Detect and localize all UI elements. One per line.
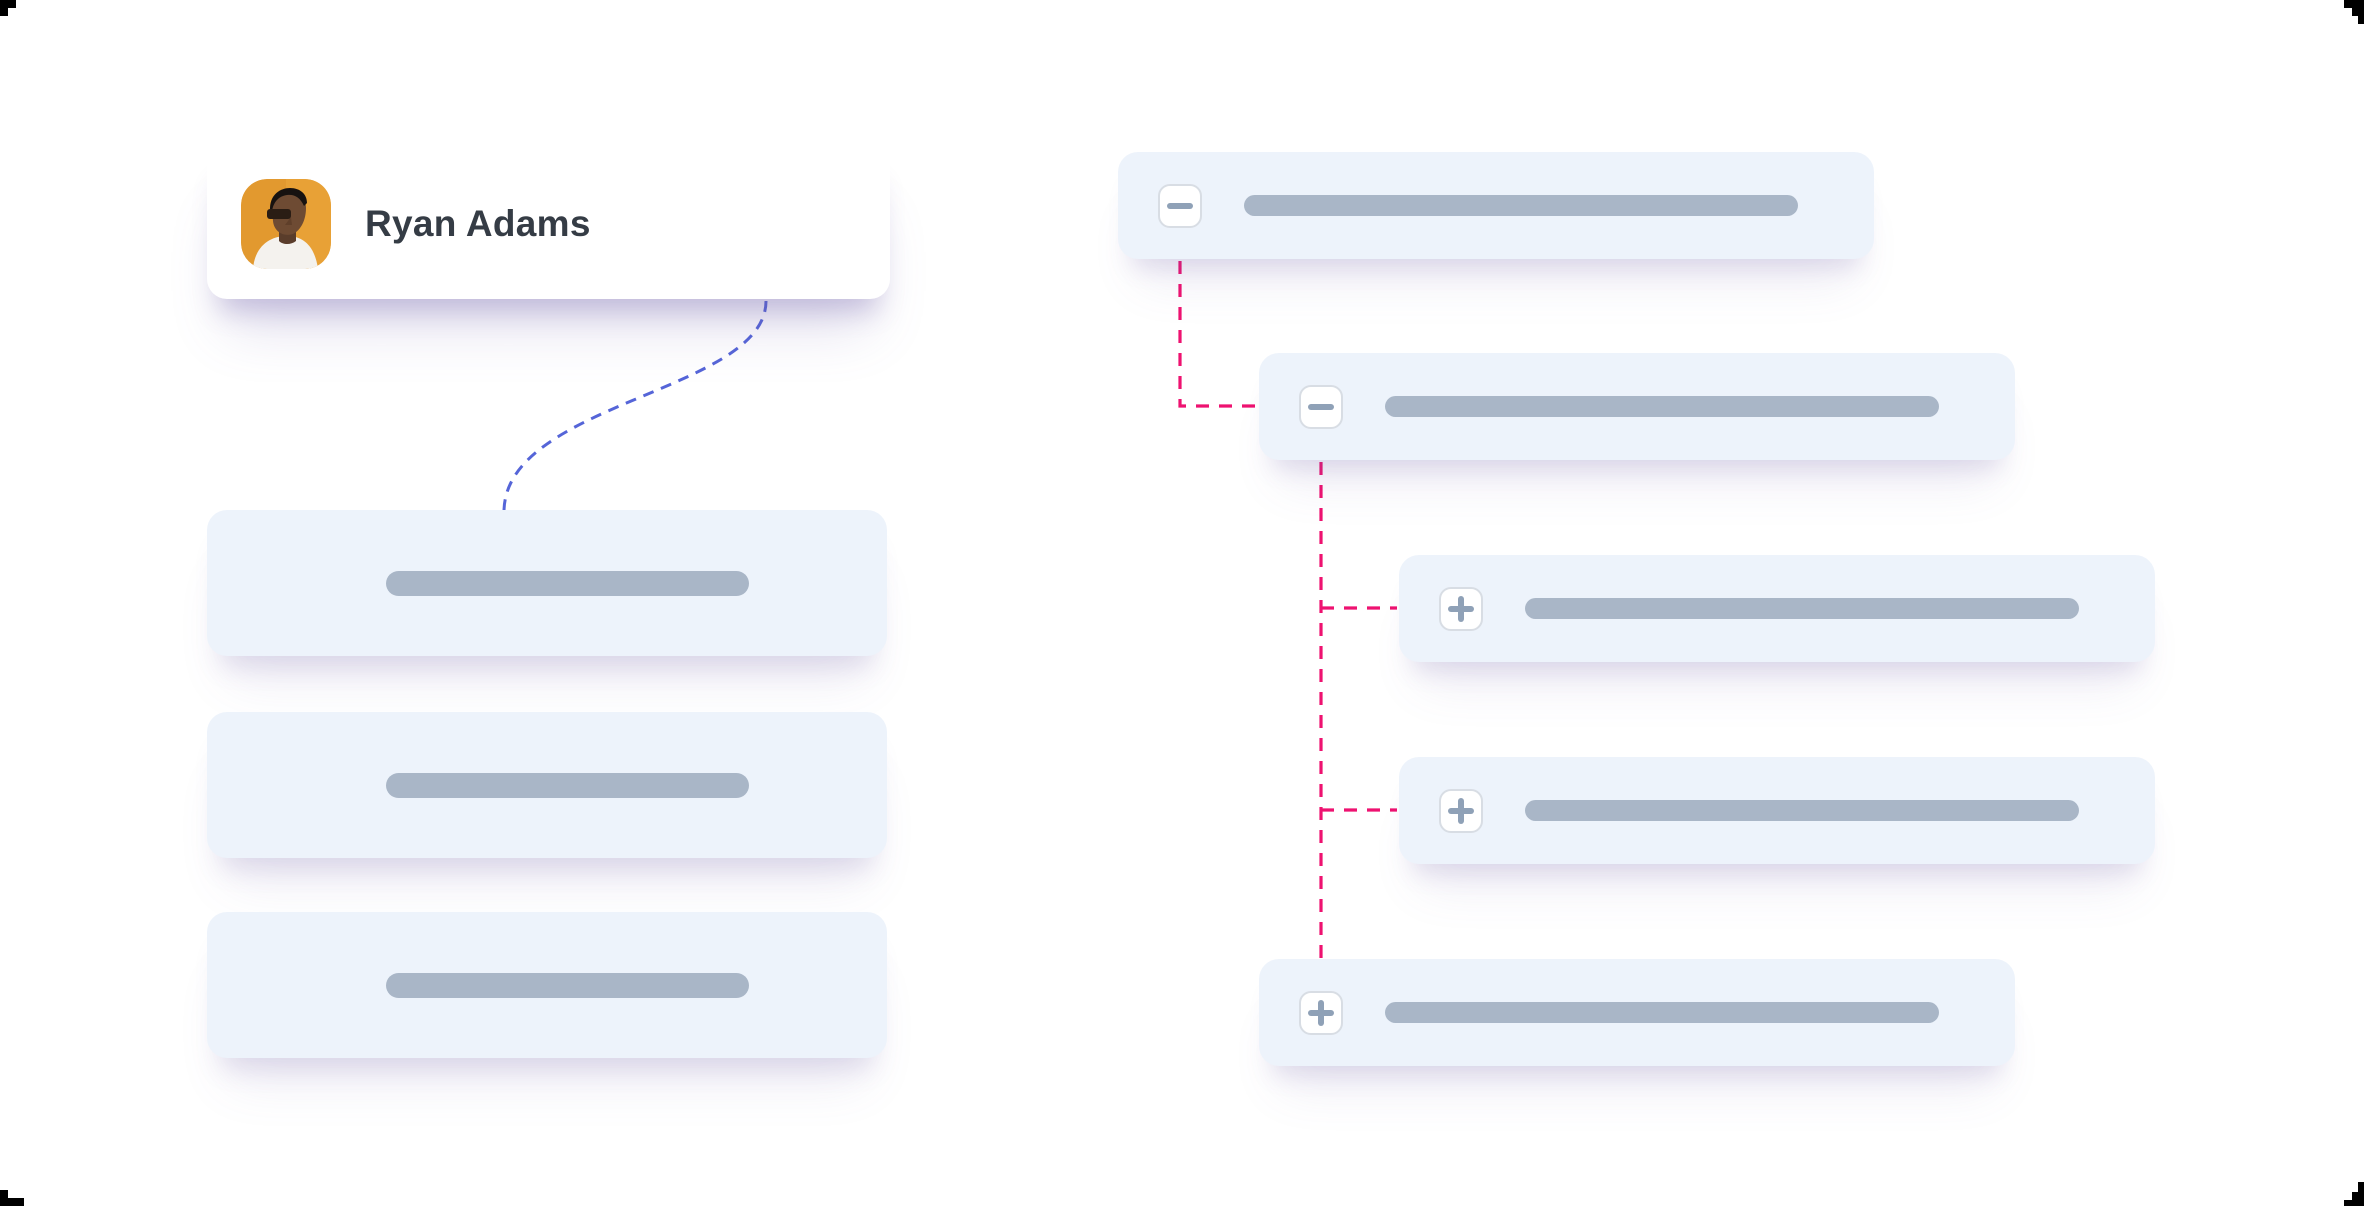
pink-dashed-connector-children: [1319, 462, 1397, 958]
blue-dashed-connector: [502, 300, 768, 513]
plus-icon: [1307, 999, 1335, 1027]
corner-mark-top-left: [0, 0, 16, 16]
placeholder-bar: [1385, 1002, 1939, 1023]
placeholder-bar: [1244, 195, 1798, 216]
person-photo-icon: [241, 178, 331, 269]
collapse-button[interactable]: [1158, 183, 1202, 228]
corner-mark-bottom-left: [0, 1190, 24, 1206]
pink-dashed-connector-root: [1178, 261, 1257, 408]
placeholder-bar: [386, 772, 749, 798]
tree-node-grandchild-1[interactable]: [1399, 555, 2155, 662]
collapse-button[interactable]: [1299, 384, 1343, 429]
placeholder-bar: [1525, 800, 2079, 821]
expand-button[interactable]: [1439, 788, 1483, 833]
tree-node-root[interactable]: [1118, 152, 1874, 259]
profile-name: Ryan Adams: [365, 202, 591, 244]
minus-icon: [1307, 393, 1335, 421]
placeholder-bar: [386, 570, 749, 596]
corner-mark-bottom-right: [2344, 1182, 2364, 1206]
tree-node-child-2[interactable]: [1259, 959, 2015, 1066]
plus-icon: [1447, 595, 1475, 623]
placeholder-bar: [1525, 598, 2079, 619]
placeholder-card-3[interactable]: [207, 912, 887, 1058]
placeholder-bar: [1385, 396, 1939, 417]
placeholder-card-2[interactable]: [207, 712, 887, 858]
profile-card[interactable]: Ryan Adams: [207, 148, 890, 299]
corner-mark-top-right: [2344, 0, 2364, 24]
placeholder-card-1[interactable]: [207, 510, 887, 656]
plus-icon: [1447, 797, 1475, 825]
avatar: [241, 178, 331, 269]
expand-button[interactable]: [1299, 990, 1343, 1035]
tree-node-grandchild-2[interactable]: [1399, 757, 2155, 864]
expand-button[interactable]: [1439, 586, 1483, 631]
tree-node-child-1[interactable]: [1259, 353, 2015, 460]
placeholder-bar: [386, 972, 749, 998]
minus-icon: [1166, 192, 1194, 220]
